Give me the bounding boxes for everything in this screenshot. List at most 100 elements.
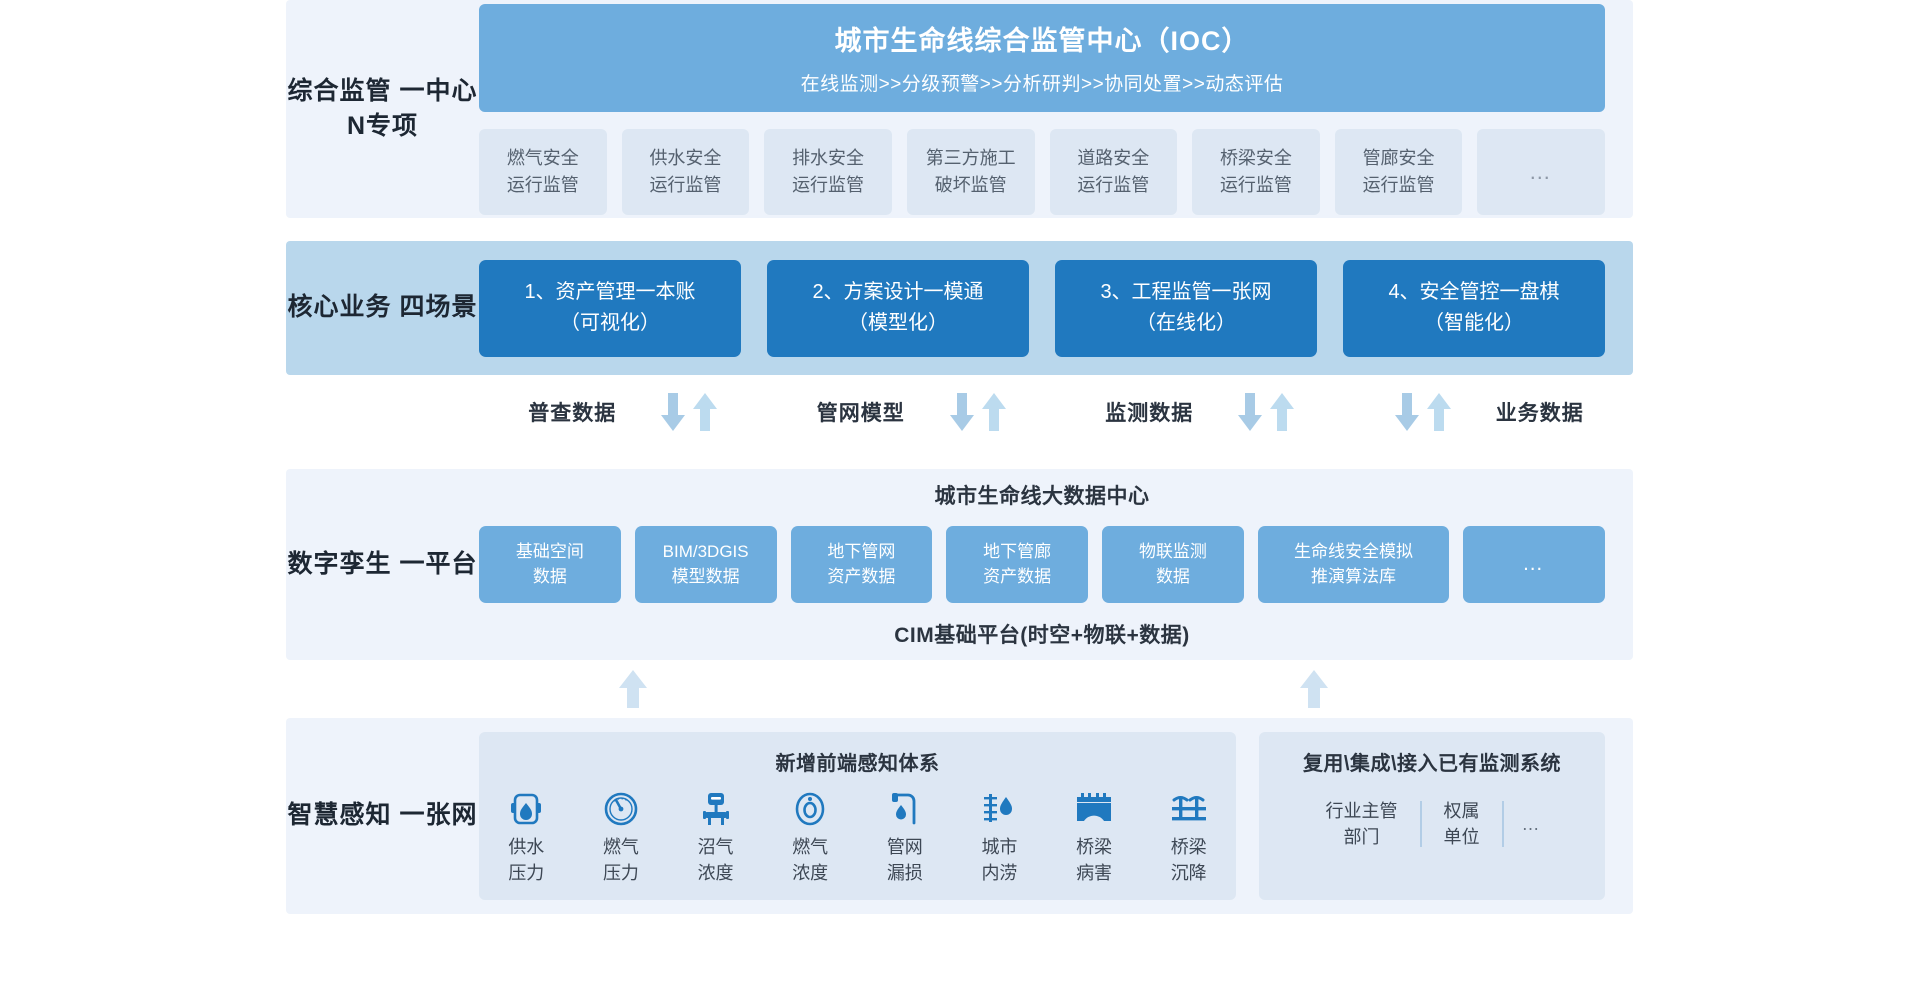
sensor-label: 沼气 浓度 bbox=[697, 837, 734, 883]
core-card-row: 1、资产管理一本账 （可视化） 2、方案设计一模通 （模型化） 3、工程监管一张… bbox=[479, 259, 1605, 357]
arrow-up-icon bbox=[981, 392, 1006, 431]
twin-card-base-spatial[interactable]: 基础空间 数据 bbox=[479, 526, 621, 603]
cim-platform-title: CIM基础平台(时空+物联+数据) bbox=[894, 624, 1190, 647]
panel-title-new-sensing: 新增前端感知体系 bbox=[775, 753, 940, 776]
owner-industry-authority[interactable]: 行业主管 部门 bbox=[1325, 801, 1398, 848]
ioc-card-drainage[interactable]: 排水安全 运行监管 bbox=[764, 128, 892, 215]
core-card-subtitle: （模型化） bbox=[848, 312, 948, 334]
core-card-title: 3、工程监管一张网 bbox=[1100, 281, 1272, 303]
owner-ownership-unit[interactable]: 权属 单位 bbox=[1443, 801, 1480, 848]
section-label-integrated-supervision: 综合监管 一中心 N专项 bbox=[287, 76, 478, 141]
core-card-safety-control[interactable]: 4、安全管控一盘棋 （智能化） bbox=[1343, 259, 1605, 357]
flow-cell-census: 普查数据 bbox=[479, 391, 768, 433]
owner-more[interactable]: … bbox=[1521, 814, 1543, 835]
section-digital-twin: 数字孪生 一平台 城市生命线大数据中心 基础空间 数据 BIM/3DGIS 模型… bbox=[286, 469, 1633, 660]
twin-card-more[interactable]: … bbox=[1463, 526, 1605, 603]
sensing-body: 新增前端感知体系 供水 压力 bbox=[479, 732, 1605, 900]
twin-card-iot-monitoring[interactable]: 物联监测 数据 bbox=[1102, 526, 1244, 603]
core-card-asset-management[interactable]: 1、资产管理一本账 （可视化） bbox=[479, 259, 741, 357]
flow-arrow-pair bbox=[949, 391, 1007, 433]
twin-card-pipe-asset[interactable]: 地下管网 资产数据 bbox=[790, 526, 933, 603]
arrow-up-icon bbox=[619, 670, 647, 708]
sensor-label: 燃气 浓度 bbox=[792, 837, 829, 883]
twin-card-corridor-asset[interactable]: 地下管廊 资产数据 bbox=[946, 526, 1089, 603]
ioc-card-gas[interactable]: 燃气安全 运行监管 bbox=[479, 128, 607, 215]
sensor-bridge-settlement[interactable]: 桥梁 沉降 bbox=[1149, 790, 1229, 885]
sensor-gas-concentration[interactable]: 燃气 浓度 bbox=[770, 790, 850, 885]
ioc-subtitle: 在线监测>>分级预警>>分析研判>>协同处置>>动态评估 bbox=[800, 74, 1284, 95]
section-integrated-supervision: 综合监管 一中心 N专项 城市生命线综合监管中心（IOC） 在线监测>>分级预警… bbox=[286, 0, 1633, 218]
arrow-down-icon bbox=[949, 392, 974, 431]
ioc-card-bridge[interactable]: 桥梁安全 运行监管 bbox=[1192, 128, 1320, 215]
arrow-up-icon bbox=[1426, 392, 1451, 431]
flow-cell-monitoring: 监测数据 bbox=[1056, 391, 1345, 433]
ioc-card-third-party[interactable]: 第三方施工 破坏监管 bbox=[906, 128, 1035, 215]
bridge-damage-icon bbox=[1075, 790, 1113, 828]
core-card-title: 2、方案设计一模通 bbox=[812, 281, 984, 303]
twin-card-algorithm-library[interactable]: 生命线安全模拟 推演算法库 bbox=[1257, 526, 1450, 603]
flow-arrow-pair bbox=[1394, 391, 1452, 433]
gas-pressure-gauge-icon bbox=[604, 790, 638, 828]
panel-title-existing-systems: 复用\集成\接入已有监测系统 bbox=[1302, 753, 1562, 776]
core-card-subtitle: （智能化） bbox=[1424, 312, 1524, 334]
ioc-card-water[interactable]: 供水安全 运行监管 bbox=[621, 128, 750, 215]
arrow-down-icon bbox=[1238, 392, 1263, 431]
section-core-business: 核心业务 四场景 1、资产管理一本账 （可视化） 2、方案设计一模通 （模型化）… bbox=[286, 241, 1633, 375]
flow-label-monitoring: 监测数据 bbox=[1105, 401, 1194, 425]
bridge-settlement-icon bbox=[1170, 790, 1208, 828]
section-label-digital-twin: 数字孪生 一平台 bbox=[287, 549, 478, 578]
sensor-label: 桥梁 病害 bbox=[1076, 837, 1113, 883]
core-business-body: 1、资产管理一本账 （可视化） 2、方案设计一模通 （模型化） 3、工程监管一张… bbox=[479, 259, 1605, 357]
arrow-up-icon bbox=[1300, 670, 1328, 708]
core-card-title: 4、安全管控一盘棋 bbox=[1388, 281, 1560, 303]
ioc-title: 城市生命线综合监管中心（IOC） bbox=[834, 26, 1250, 56]
twin-card-row: 基础空间 数据 BIM/3DGIS 模型数据 地下管网 资产数据 地下管廊 资产… bbox=[479, 526, 1605, 603]
section-label-core-business: 核心业务 四场景 bbox=[287, 293, 478, 322]
ioc-card-more[interactable]: … bbox=[1477, 128, 1605, 215]
owner-divider bbox=[1419, 801, 1422, 848]
sensor-pipe-leakage[interactable]: 管网 漏损 bbox=[865, 790, 945, 885]
arrow-up-icon bbox=[1270, 392, 1295, 431]
flow-arrow-pair bbox=[1237, 391, 1295, 433]
section-label-smart-sensing: 智慧感知 一张网 bbox=[287, 801, 478, 830]
twin-card-bim-3dgis[interactable]: BIM/3DGIS 模型数据 bbox=[634, 526, 777, 603]
ioc-banner[interactable]: 城市生命线综合监管中心（IOC） 在线监测>>分级预警>>分析研判>>协同处置>… bbox=[479, 3, 1605, 112]
sensor-label: 城市 内涝 bbox=[981, 837, 1018, 883]
sensor-gas-pressure[interactable]: 燃气 压力 bbox=[581, 790, 661, 885]
core-card-design-model[interactable]: 2、方案设计一模通 （模型化） bbox=[767, 259, 1029, 357]
flow-cell-business: 业务数据 bbox=[1345, 391, 1634, 433]
sensor-biogas-concentration[interactable]: 沼气 浓度 bbox=[676, 790, 756, 885]
sensor-row: 供水 压力 燃气 压力 bbox=[479, 790, 1236, 885]
sensor-urban-waterlogging[interactable]: 城市 内涝 bbox=[959, 790, 1039, 885]
flow-arrow-pair bbox=[660, 391, 718, 433]
flow-label-pipe-model: 管网模型 bbox=[816, 401, 905, 425]
pipe-leakage-icon bbox=[888, 790, 922, 828]
arrow-down-icon bbox=[661, 392, 686, 431]
section-smart-sensing: 智慧感知 一张网 新增前端感知体系 bbox=[286, 718, 1633, 914]
urban-waterlogging-icon bbox=[982, 790, 1016, 828]
core-card-subtitle: （在线化） bbox=[1136, 312, 1236, 334]
ioc-card-row: 燃气安全 运行监管 供水安全 运行监管 排水安全 运行监管 第三方施工 破坏监管… bbox=[479, 128, 1605, 215]
sensor-label: 燃气 压力 bbox=[602, 837, 639, 883]
upward-flow-row bbox=[286, 660, 1633, 718]
core-card-title: 1、资产管理一本账 bbox=[524, 281, 696, 303]
sensor-bridge-damage[interactable]: 桥梁 病害 bbox=[1054, 790, 1134, 885]
panel-existing-systems: 复用\集成\接入已有监测系统 行业主管 部门 权属 单位 … bbox=[1259, 732, 1605, 900]
core-card-subtitle: （可视化） bbox=[560, 312, 660, 334]
sensor-label: 供水 压力 bbox=[508, 837, 545, 883]
core-card-engineering-supervision[interactable]: 3、工程监管一张网 （在线化） bbox=[1055, 259, 1317, 357]
flow-label-census: 普查数据 bbox=[528, 401, 617, 425]
data-flow-row: 普查数据 管网模型 监测数据 bbox=[286, 375, 1633, 448]
ioc-body: 城市生命线综合监管中心（IOC） 在线监测>>分级预警>>分析研判>>协同处置>… bbox=[479, 3, 1605, 215]
sensor-water-pressure[interactable]: 供水 压力 bbox=[486, 790, 566, 885]
ioc-card-road[interactable]: 道路安全 运行监管 bbox=[1049, 128, 1178, 215]
owner-divider bbox=[1501, 801, 1504, 848]
arrow-down-icon bbox=[1394, 392, 1419, 431]
ioc-card-corridor[interactable]: 管廊安全 运行监管 bbox=[1334, 128, 1463, 215]
arrow-up-icon bbox=[693, 392, 718, 431]
digital-twin-body: 城市生命线大数据中心 基础空间 数据 BIM/3DGIS 模型数据 地下管网 资… bbox=[479, 480, 1605, 649]
panel-new-sensing: 新增前端感知体系 供水 压力 bbox=[479, 732, 1236, 900]
owner-row: 行业主管 部门 权属 单位 … bbox=[1259, 798, 1605, 850]
sensor-label: 管网 漏损 bbox=[886, 837, 923, 883]
